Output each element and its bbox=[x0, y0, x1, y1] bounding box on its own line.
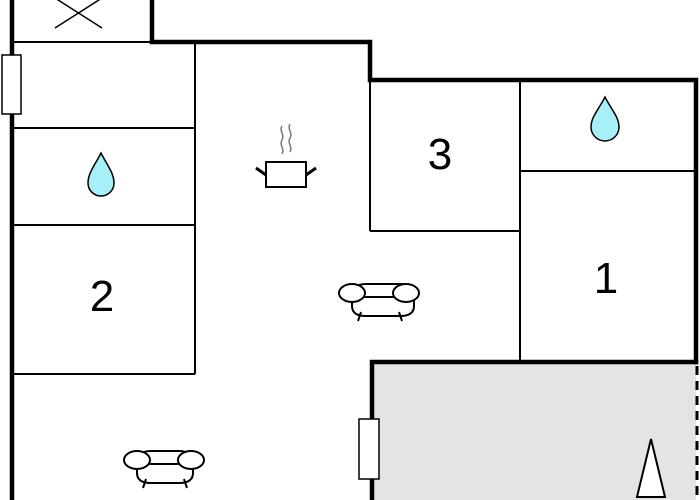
sofa-icon bbox=[338, 283, 420, 322]
room-label-1: 1 bbox=[593, 254, 619, 303]
sofa-icon bbox=[123, 450, 205, 489]
room-label-2: 2 bbox=[89, 272, 115, 321]
fireplace-x-icon bbox=[54, 0, 103, 29]
inner-walls bbox=[12, 41, 696, 375]
tent-icon bbox=[635, 438, 667, 498]
window-left bbox=[1, 54, 22, 115]
cooking-pot-icon bbox=[255, 123, 317, 188]
window-terrace bbox=[358, 418, 380, 480]
water-drop-icon bbox=[87, 151, 115, 197]
room-label-3: 3 bbox=[427, 130, 453, 179]
water-drop-icon bbox=[590, 95, 620, 142]
